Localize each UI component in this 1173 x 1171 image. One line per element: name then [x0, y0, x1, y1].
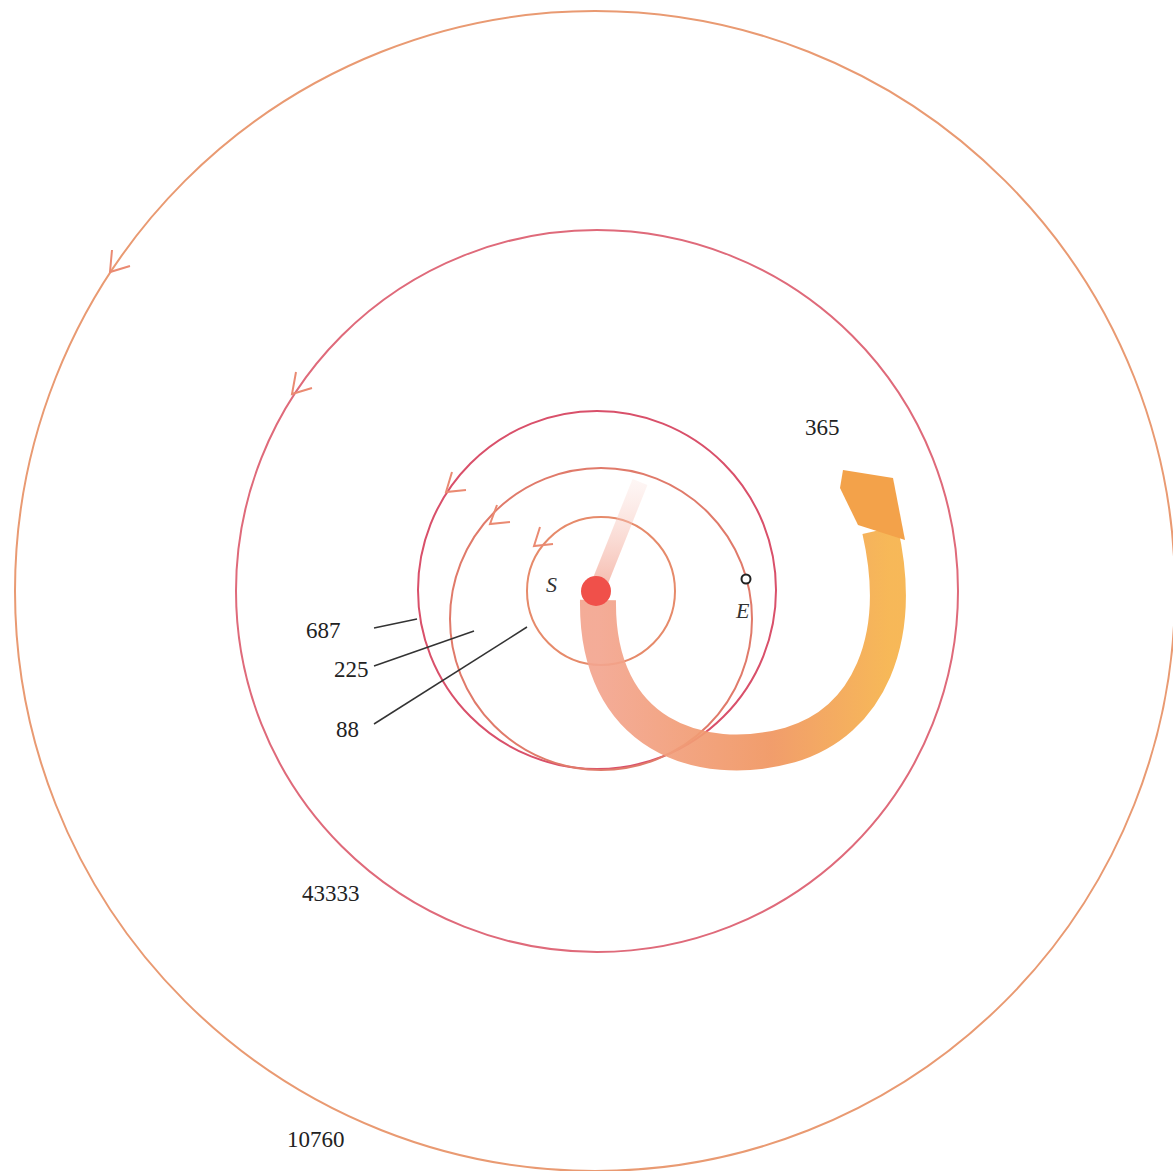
big-arrow [598, 530, 888, 752]
period-label: 43333 [302, 882, 360, 905]
earth-label: E [736, 600, 749, 622]
sun-ray [596, 482, 640, 592]
orbit [15, 11, 1173, 1171]
leader-lines [374, 619, 527, 724]
direction-arrows [110, 250, 553, 546]
sun [581, 576, 611, 606]
orbit [236, 230, 958, 952]
earth [742, 575, 751, 584]
period-label: 10760 [287, 1128, 345, 1151]
period-label: 88 [336, 718, 359, 741]
big-arrowhead [840, 470, 905, 540]
orbit [418, 411, 776, 769]
period-label: 225 [334, 658, 369, 681]
sun-label: S [546, 574, 557, 596]
period-label: 365 [805, 416, 840, 439]
period-label: 687 [306, 619, 341, 642]
